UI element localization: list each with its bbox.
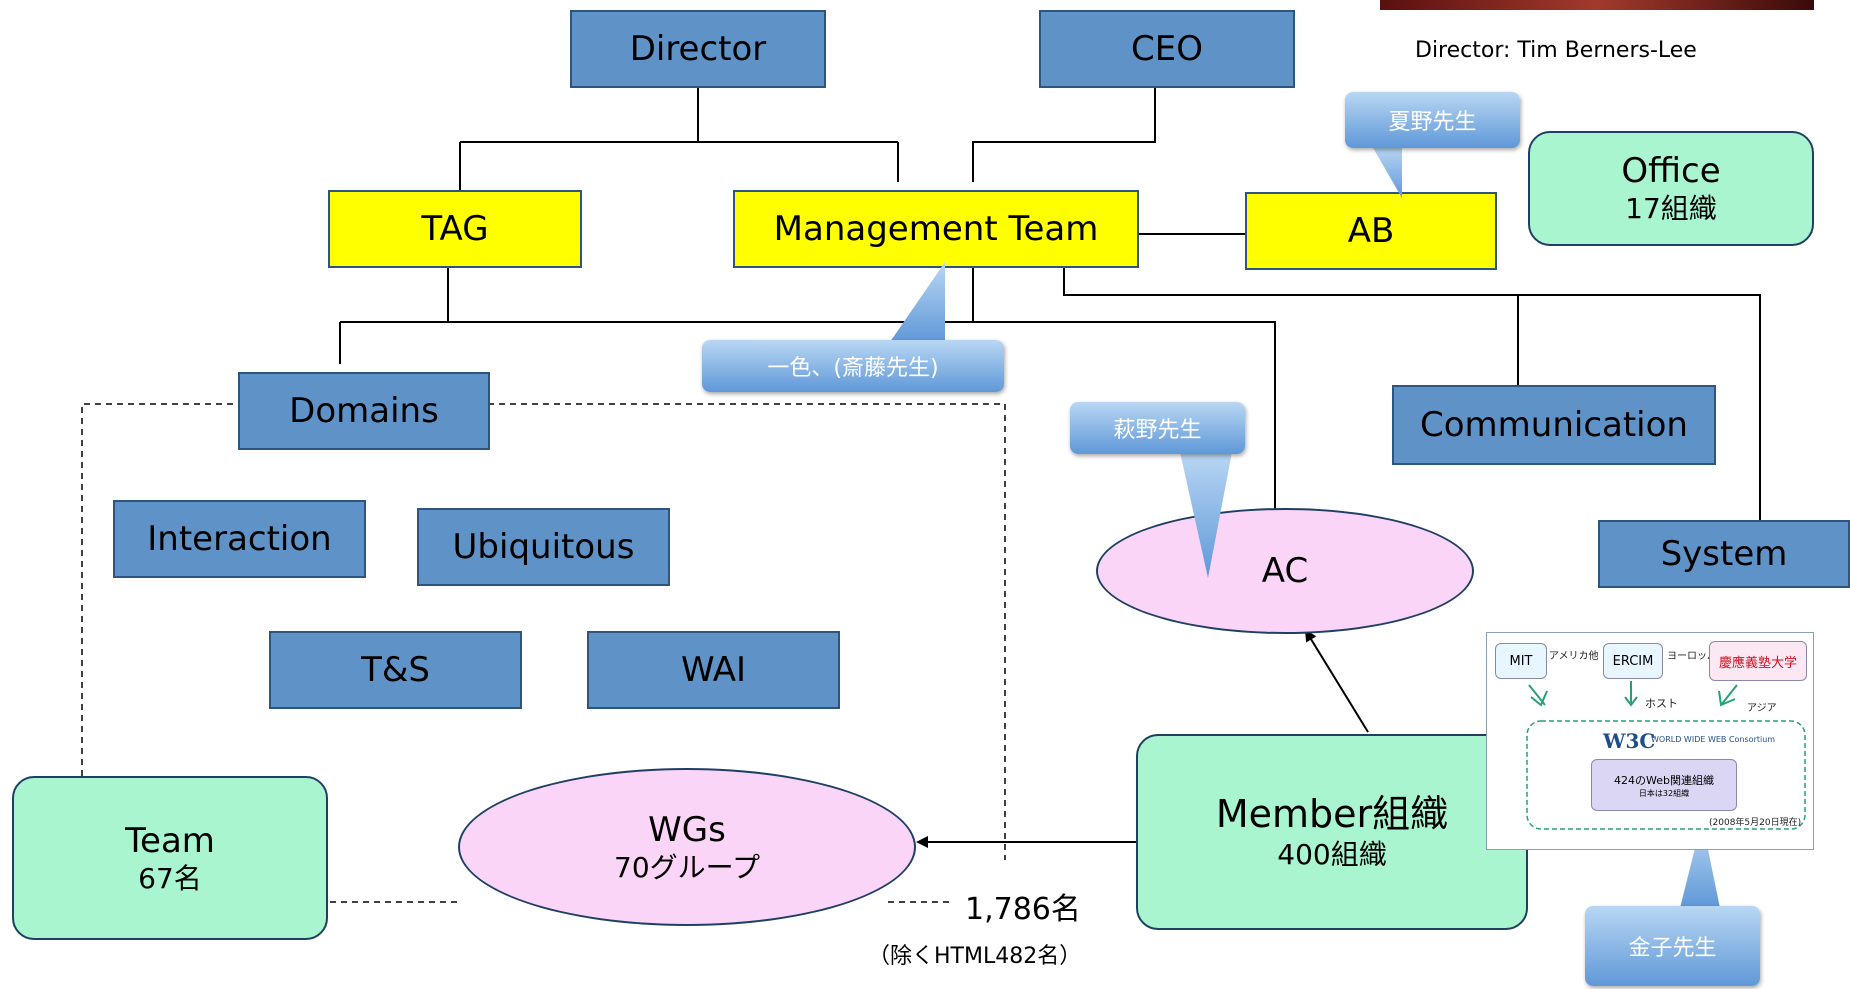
wgs-title: WGs — [648, 809, 726, 850]
member-box: Member組織 400組織 — [1136, 734, 1528, 930]
wgs-ellipse: WGs 70グループ — [458, 768, 916, 926]
member-title: Member組織 — [1215, 792, 1449, 837]
inset-w3c-full: WORLD WIDE WEB Consortium — [1651, 735, 1776, 744]
inset-w3c-logo: W3C — [1603, 729, 1656, 753]
ab-box: AB — [1245, 192, 1497, 270]
interaction-box: Interaction — [113, 500, 366, 578]
inset-callout: 金子先生 — [1585, 906, 1760, 986]
inset-orgs-box: 424のWeb関連組織 日本は32組織 — [1591, 759, 1737, 811]
ubiquitous-box: Ubiquitous — [417, 508, 670, 586]
keio-arrow-icon — [1718, 684, 1738, 707]
team-box: Team 67名 — [12, 776, 328, 940]
director-caption: Director: Tim Berners-Lee — [1415, 38, 1697, 63]
management-team-box: Management Team — [733, 190, 1139, 268]
wai-box: WAI — [587, 631, 840, 709]
inset-label-america: アメリカ他 — [1549, 651, 1599, 662]
member-count: 400組織 — [1277, 838, 1387, 871]
ac-ellipse: AC — [1096, 508, 1474, 634]
system-box: System — [1598, 520, 1850, 588]
communication-box: Communication — [1392, 385, 1716, 465]
mit-arrow-icon — [1528, 684, 1548, 707]
ac-label: AC — [1261, 550, 1309, 591]
ercim-arrow-icon — [1624, 681, 1638, 707]
team-title: Team — [125, 820, 215, 861]
inset-orgs-line1: 424のWeb関連組織 — [1614, 773, 1714, 787]
inset-mit: MIT — [1495, 643, 1547, 679]
team-count: 67名 — [138, 861, 202, 895]
ceo-box: CEO — [1039, 10, 1295, 88]
w3c-hosts-figure: MIT アメリカ他 ERCIM ヨーロッパ 慶應義塾大学 ホスト アジア W3C… — [1486, 632, 1814, 850]
inset-label-host: ホスト — [1645, 697, 1678, 710]
director-photo — [1380, 0, 1814, 10]
inset-label-europe: ヨーロッパ — [1667, 651, 1717, 662]
office-box: Office 17組織 — [1528, 131, 1814, 246]
wgs-count: 70グループ — [614, 850, 760, 884]
participants-note: （除くHTML482名） — [868, 944, 1082, 969]
inset-keio: 慶應義塾大学 — [1709, 641, 1807, 681]
tag-box: TAG — [328, 190, 582, 268]
inset-label-asia: アジア — [1747, 703, 1777, 714]
inset-orgs-line2: 日本は32組織 — [1638, 788, 1690, 798]
ts-box: T&S — [269, 631, 522, 709]
ab-callout: 夏野先生 — [1345, 92, 1520, 148]
director-box: Director — [570, 10, 826, 88]
office-count: 17組織 — [1625, 192, 1717, 226]
domains-box: Domains — [238, 372, 490, 450]
inset-date: (2008年5月20日現在) — [1709, 818, 1802, 828]
management-callout: 一色、(斎藤先生) — [702, 340, 1004, 392]
inset-ercim: ERCIM — [1603, 643, 1663, 679]
inset-graphics — [1526, 681, 1806, 830]
participants-count: 1,786名 — [965, 892, 1081, 927]
ac-callout: 萩野先生 — [1070, 402, 1245, 454]
office-title: Office — [1621, 151, 1721, 192]
